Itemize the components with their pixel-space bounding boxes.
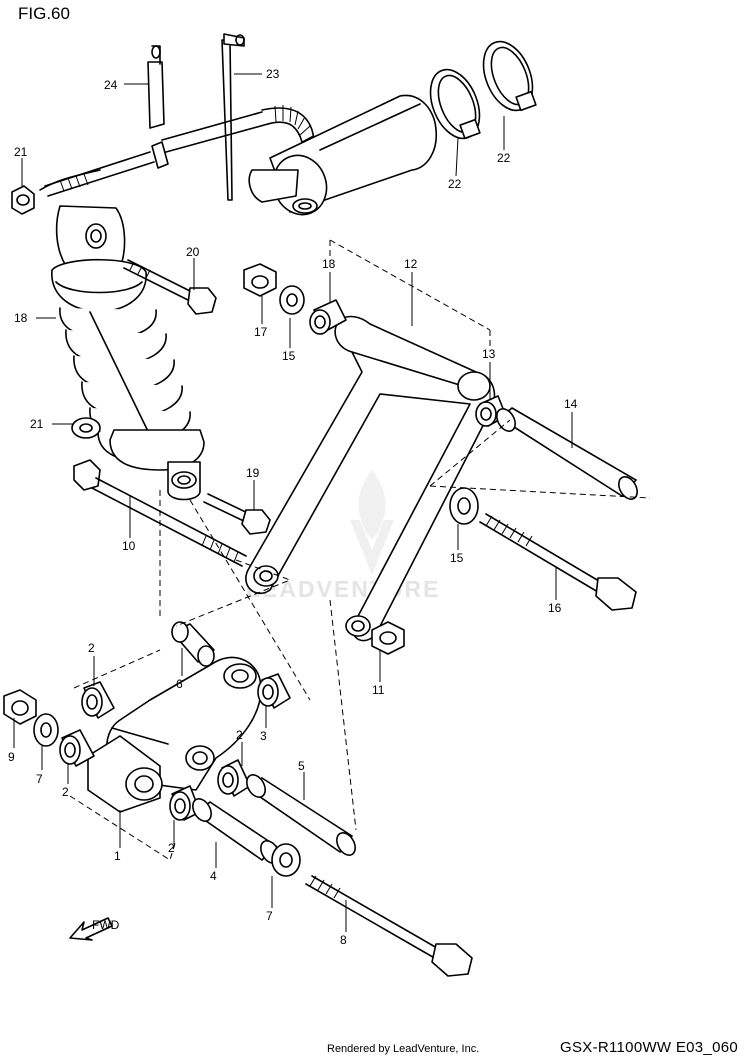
callout-1: 1 — [114, 849, 121, 863]
callout-4: 4 — [210, 869, 217, 883]
callout-2-bottom: 2 — [168, 841, 175, 855]
nut-17 — [243, 263, 277, 297]
callout-2-left: 2 — [62, 785, 69, 799]
bracket-23 — [221, 33, 245, 201]
callout-15-upper: 15 — [282, 349, 296, 363]
callout-6: 6 — [176, 677, 183, 691]
hose-clamp-left — [429, 68, 481, 140]
washer-7-lower — [271, 843, 301, 877]
rear-shock-absorber — [51, 205, 205, 501]
footer-diagram-code: GSX-R1100WW E03_060 — [560, 1039, 739, 1056]
washer-7-left — [33, 713, 59, 747]
callout-20: 20 — [186, 245, 200, 259]
callout-14: 14 — [564, 397, 578, 411]
callout-2-mid: 2 — [236, 728, 243, 742]
callout-13-right: 13 — [482, 347, 496, 361]
bolt-10 — [73, 459, 247, 567]
bearing-3 — [257, 673, 291, 709]
forward-arrow-icon: FWD — [69, 917, 120, 941]
callout-21-mid: 21 — [30, 417, 44, 431]
bolt-20 — [123, 259, 217, 315]
callout-3: 3 — [260, 729, 267, 743]
callout-labels: 24 23 22 22 21 20 13 12 18 17 15 13 14 2… — [8, 67, 578, 947]
callout-12: 12 — [404, 257, 418, 271]
callout-2-top: 2 — [88, 641, 95, 655]
fwd-label: FWD — [92, 918, 120, 932]
figure-label: FIG.60 — [18, 4, 70, 23]
hose-clamp-right — [482, 40, 537, 112]
callout-15-lower: 15 — [450, 551, 464, 565]
bolt-16 — [479, 513, 637, 611]
cushion-lever-1 — [87, 656, 262, 813]
bearing-2-b — [59, 729, 95, 767]
leader-lines — [13, 73, 651, 932]
spacer-14 — [496, 407, 638, 500]
watermark-text: LEADVENTURE — [246, 576, 441, 602]
callout-24: 24 — [104, 78, 118, 92]
callout-22-left: 22 — [448, 177, 462, 191]
cushion-rod-12 — [245, 315, 496, 642]
washer-21-mid — [71, 417, 101, 439]
bearing-2-a — [81, 681, 115, 719]
callout-18: 18 — [14, 311, 28, 325]
callout-13-top: 13 — [322, 257, 336, 271]
callout-17: 17 — [254, 325, 268, 339]
nut-9 — [3, 689, 37, 725]
callout-9: 9 — [8, 750, 15, 764]
callout-7-left: 7 — [36, 772, 43, 786]
spacer-6 — [171, 621, 215, 667]
bracket-24 — [147, 45, 165, 129]
callout-21-top: 21 — [14, 145, 28, 159]
bearing-2-c — [217, 759, 251, 797]
nut-11 — [371, 621, 405, 655]
watermark-logo — [350, 470, 394, 575]
bolt-8 — [305, 875, 473, 977]
callout-11: 11 — [372, 683, 385, 697]
footer-rendered-by: Rendered by LeadVenture, Inc. — [327, 1043, 480, 1055]
bearing-13-left — [309, 299, 347, 335]
washer-15-lower — [449, 487, 479, 525]
spacer-5 — [246, 774, 356, 856]
callout-23: 23 — [266, 67, 280, 81]
callout-10: 10 — [122, 539, 136, 553]
callout-19: 19 — [246, 466, 260, 480]
callout-16: 16 — [548, 601, 562, 615]
callout-8: 8 — [340, 933, 347, 947]
nut-21-top — [11, 185, 35, 215]
callout-22-right: 22 — [497, 151, 511, 165]
callout-5: 5 — [298, 759, 305, 773]
bolt-19 — [203, 493, 271, 535]
bearing-2-d — [169, 785, 201, 821]
spacer-4 — [192, 798, 280, 864]
callout-7-lower: 7 — [266, 909, 273, 923]
reservoir-assembly — [39, 94, 437, 216]
washer-15-upper — [279, 285, 305, 315]
